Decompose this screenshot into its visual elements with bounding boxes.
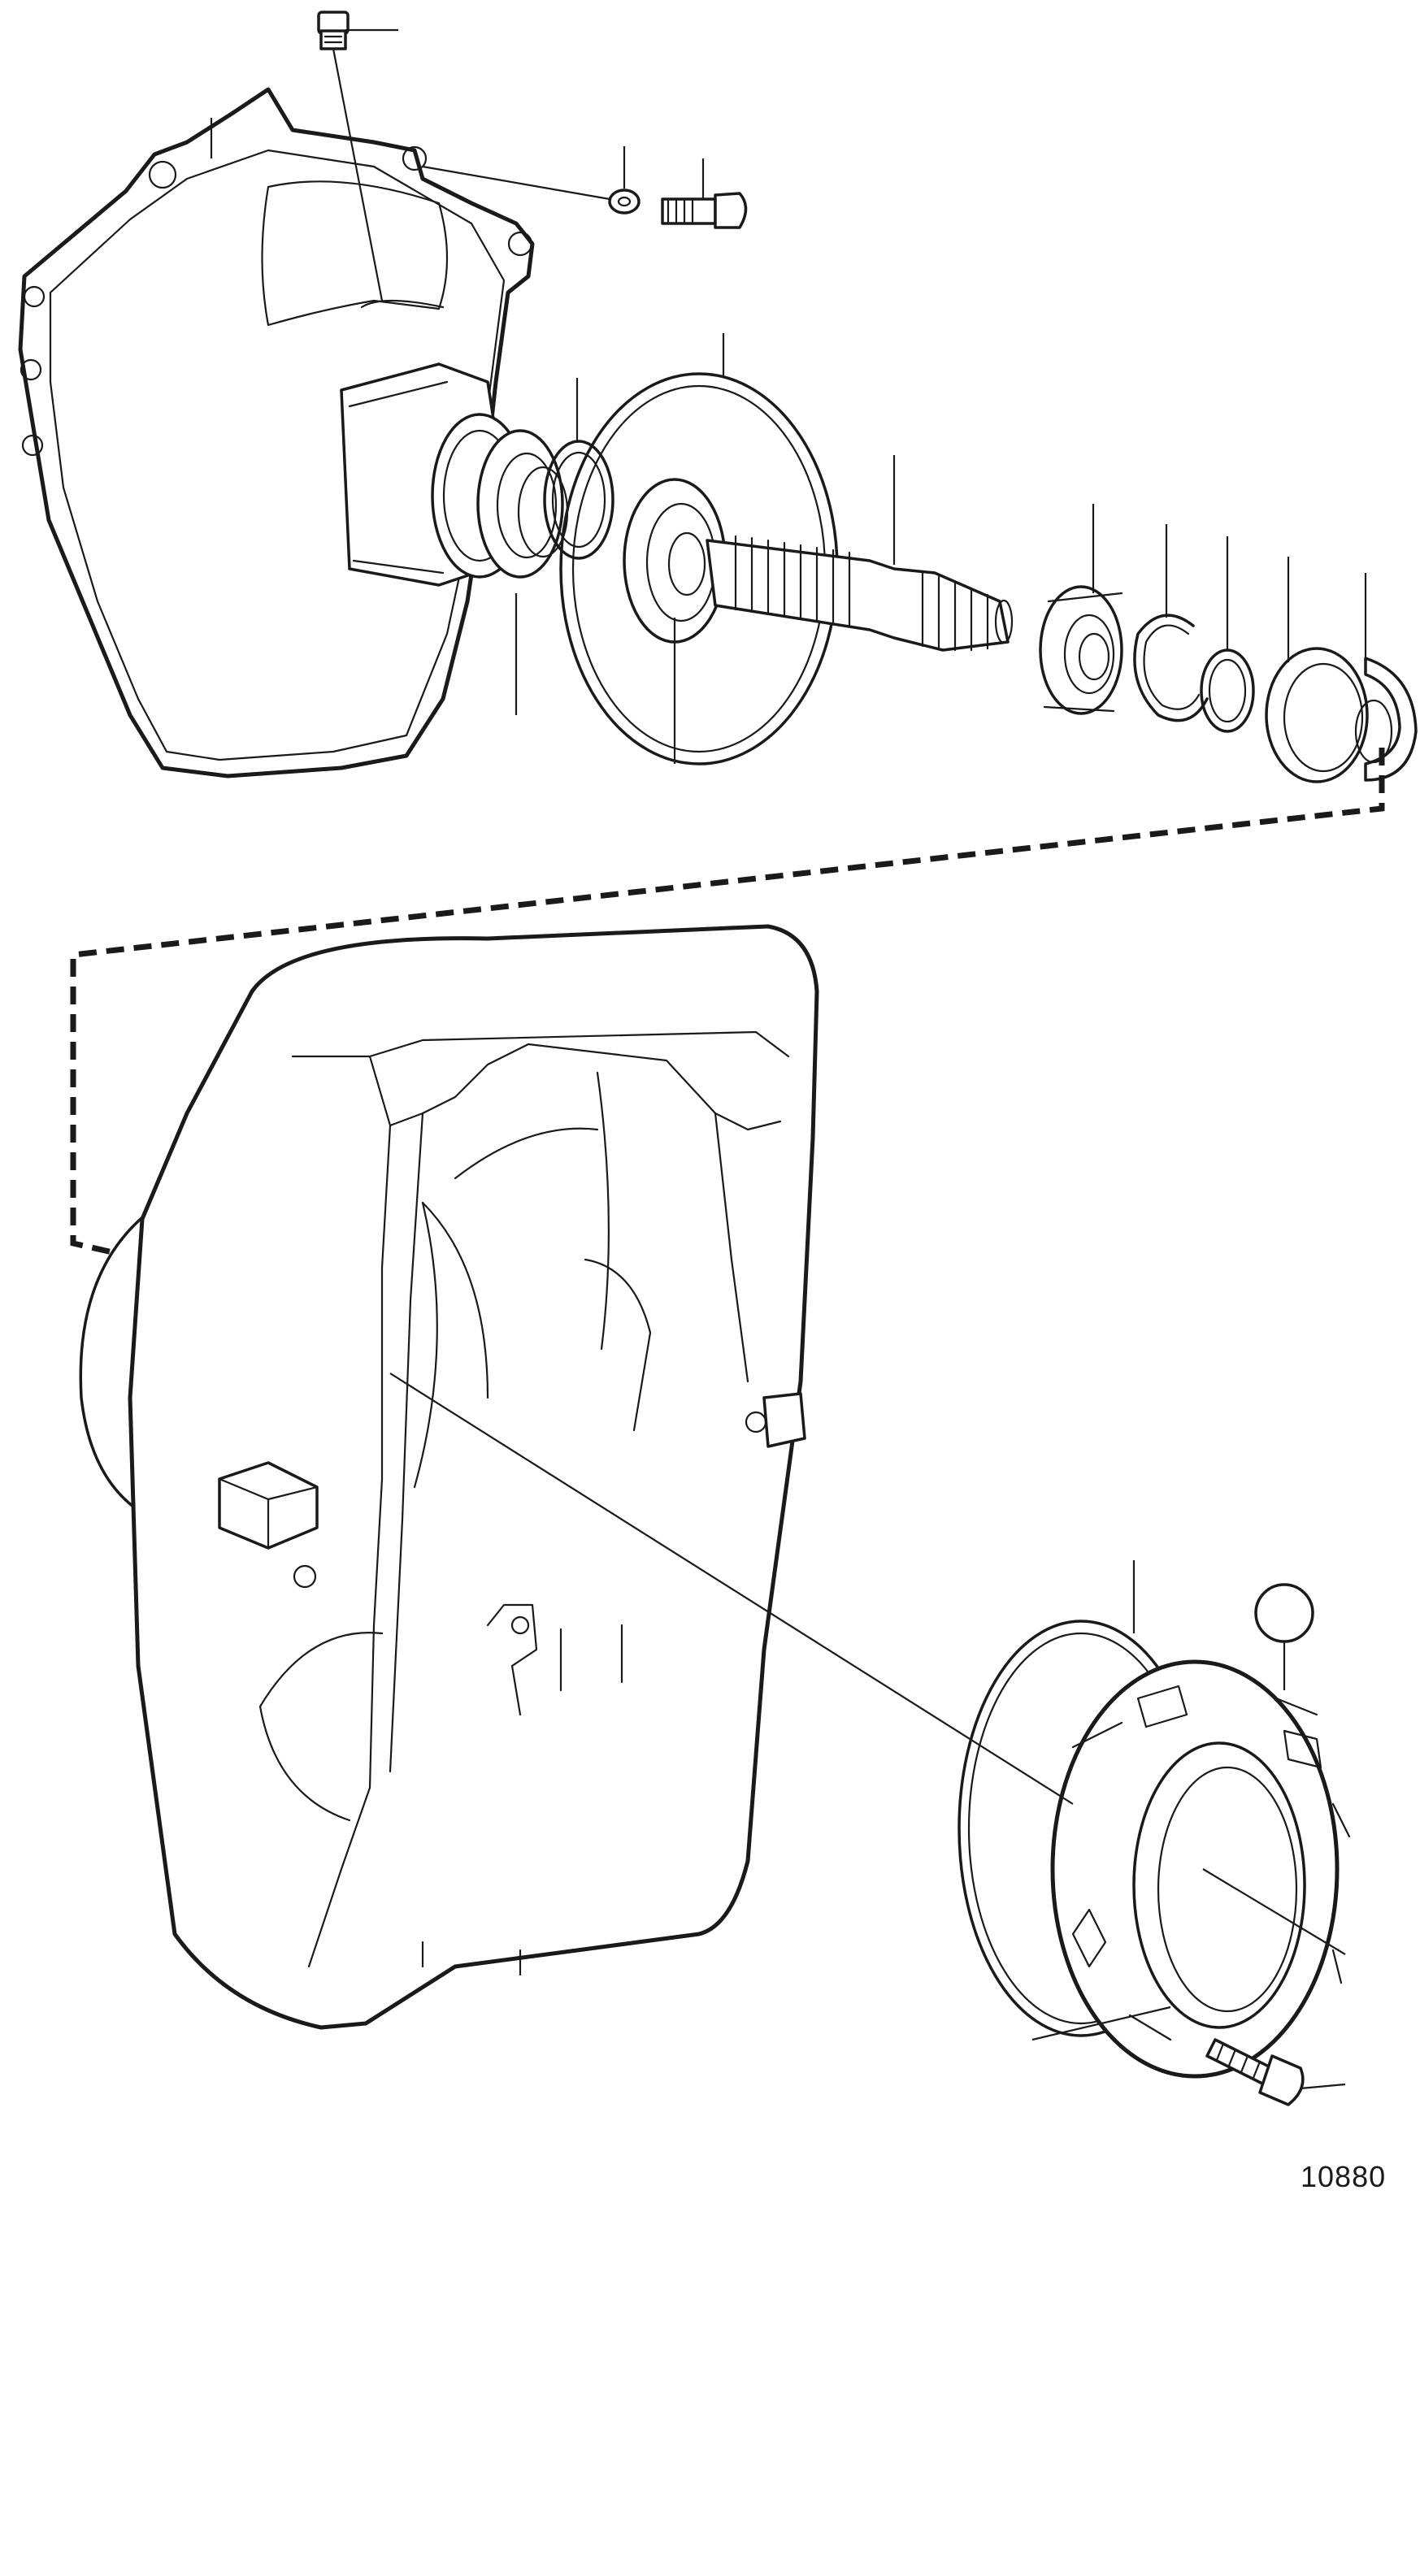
shaft [706,535,1014,652]
drive-unit-housing [79,924,819,2030]
flywheel-housing [18,87,535,778]
seal-ring [476,429,569,579]
bearing-ring [1039,585,1123,715]
circlip [1133,614,1209,722]
drawing-number: 10880 [1301,2160,1387,2193]
bolt [661,192,748,229]
retaining-ring [1200,648,1255,733]
circlip [543,440,614,560]
leader-lines [210,28,1367,2090]
washer [608,189,641,215]
bearing-ring [1265,647,1418,783]
assembly-connection-line [70,748,1385,1267]
protective-plate [1050,1659,1351,2079]
retaining-bolt [1205,2038,1305,2106]
reference-marker [1254,1583,1314,1643]
breather-plug [317,11,350,50]
